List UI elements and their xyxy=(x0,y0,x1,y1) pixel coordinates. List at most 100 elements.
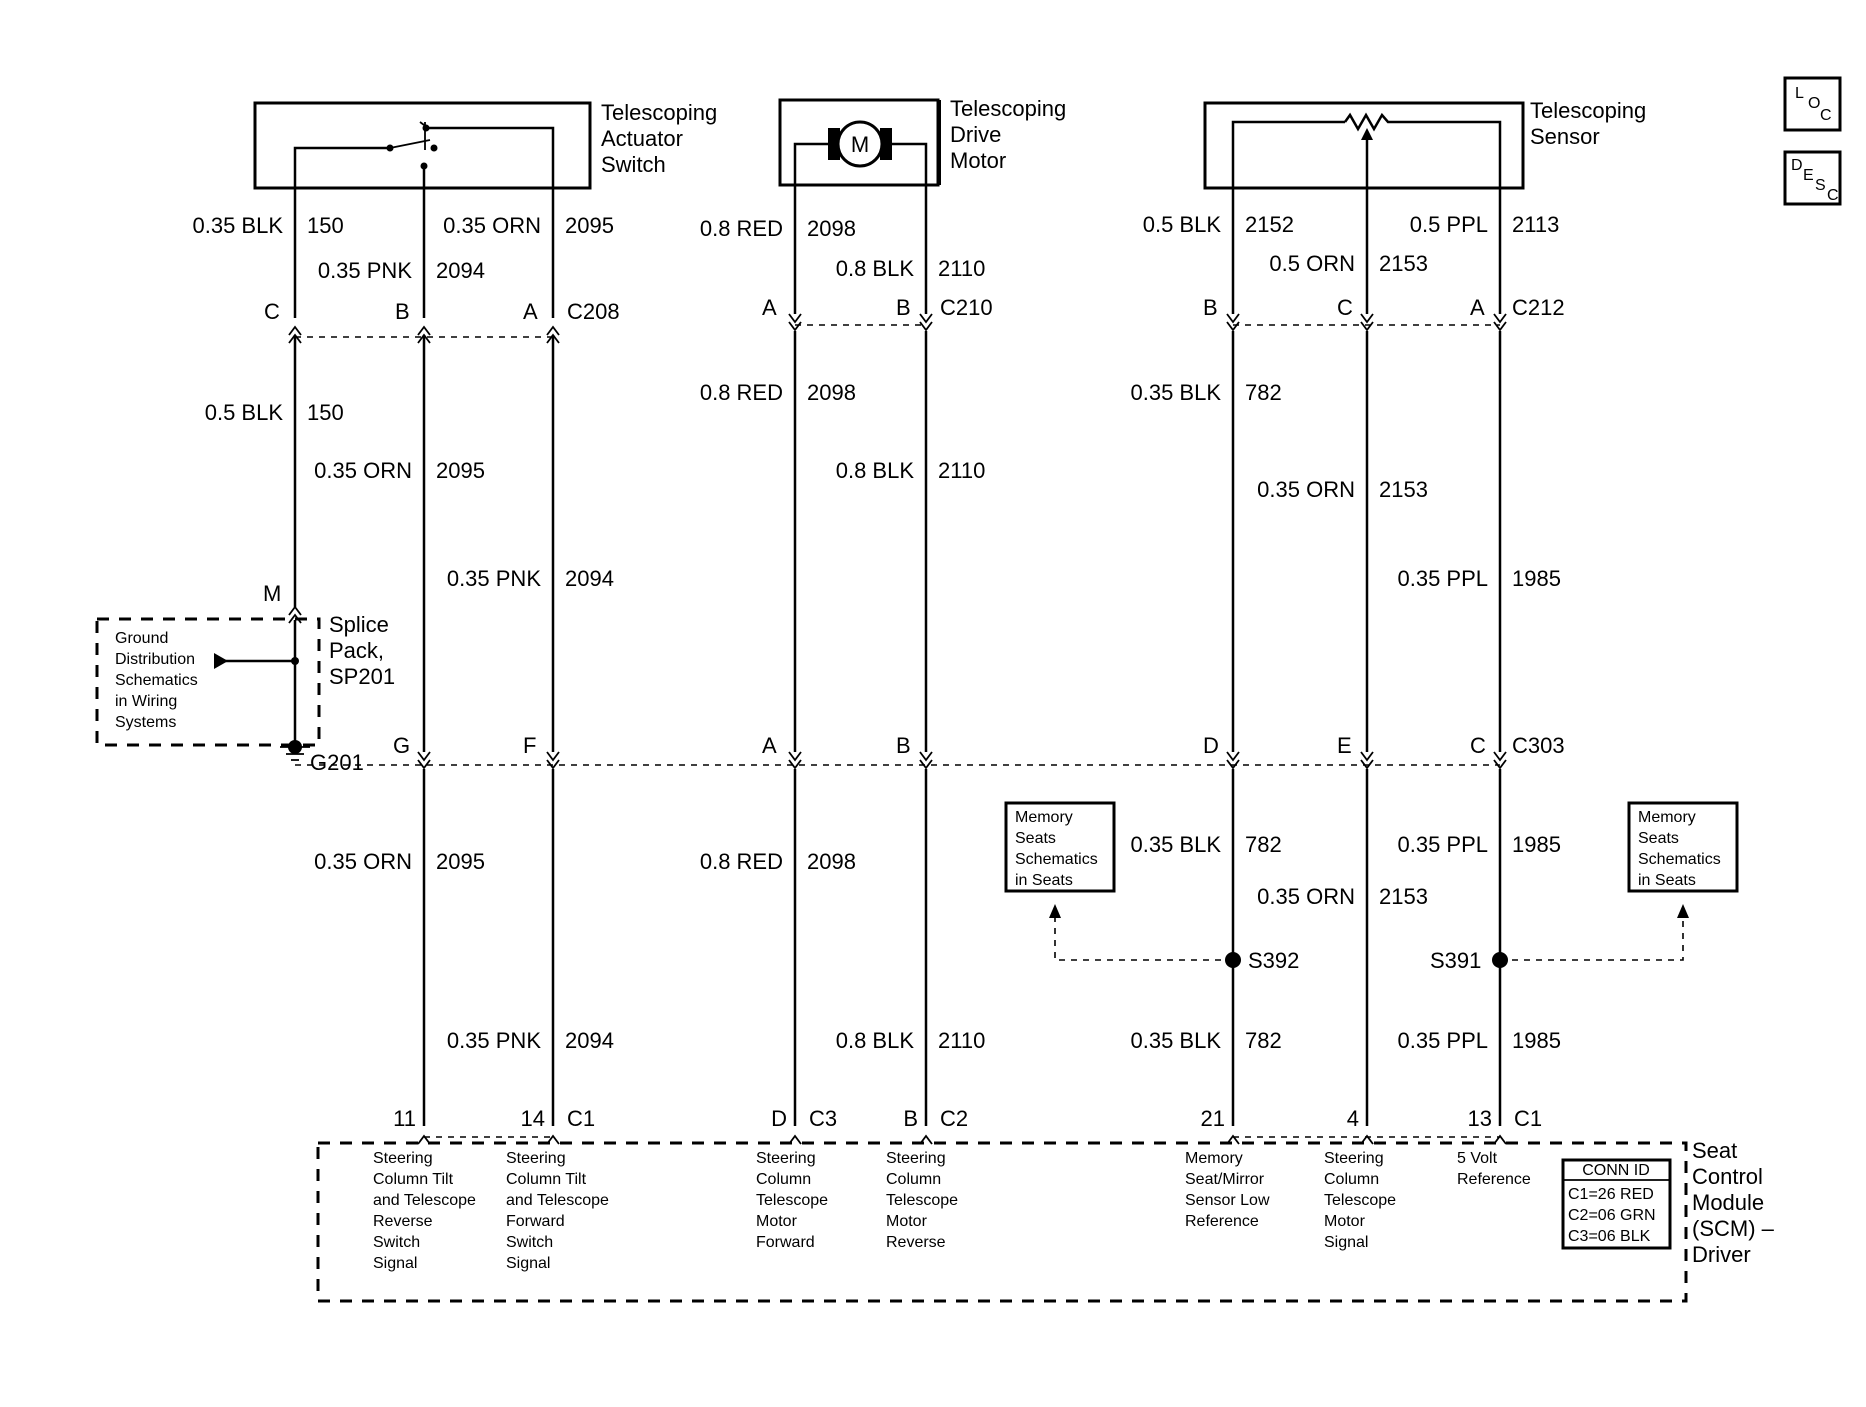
connector-c208: C208 xyxy=(567,299,620,324)
connector-bodies xyxy=(295,324,1500,1138)
wire-circuit-11: 2098 xyxy=(807,380,856,405)
scm-conn-1: C1 xyxy=(567,1106,595,1131)
connector-c303: C303 xyxy=(1512,733,1565,758)
chevron-splice-m xyxy=(288,605,302,616)
chevron-c208 xyxy=(288,325,302,336)
wire-size-2: 0.35 PNK xyxy=(318,258,412,283)
memory-links xyxy=(1004,801,1739,961)
scm-pin-5: 4 xyxy=(1347,1106,1359,1131)
pin-c212-b: B xyxy=(1203,295,1218,320)
motor-symbol: M xyxy=(851,132,869,157)
wire-circuit-17: 2098 xyxy=(807,849,856,874)
connector-c210: C210 xyxy=(940,295,993,320)
svg-text:E: E xyxy=(1803,167,1814,184)
desc-icon[interactable]: D E S C xyxy=(1783,150,1842,206)
wire-size-13: 0.35 BLK xyxy=(1130,380,1221,405)
svg-text:O: O xyxy=(1808,95,1820,112)
wire-circuit-4: 2110 xyxy=(938,256,985,281)
wire-size-1: 0.35 ORN xyxy=(443,213,541,238)
wire-circuit-8: 150 xyxy=(307,400,344,425)
chevron-c303 xyxy=(788,751,802,762)
pin-c303-b: B xyxy=(896,733,911,758)
pin-splice-m: M xyxy=(263,581,281,606)
connector-labels: C B A C208 A B C210 B C A C212 M G F A B… xyxy=(263,295,1565,973)
chevron-c210 xyxy=(919,313,933,324)
chevron-c303 xyxy=(546,751,560,762)
chevron-c303 xyxy=(1226,751,1240,762)
chevron-c303 xyxy=(919,751,933,762)
scm-conn-6: C1 xyxy=(1514,1106,1542,1131)
svg-text:C: C xyxy=(1827,187,1839,204)
wire-size-9: 0.35 ORN xyxy=(314,458,412,483)
telescoping-actuator-switch xyxy=(253,101,592,190)
wire-size-15: 0.35 PPL xyxy=(1397,566,1488,591)
chevron-c303 xyxy=(417,759,431,770)
wire-circuit-5: 2152 xyxy=(1245,212,1294,237)
wire-circuit-3: 2098 xyxy=(807,216,856,241)
chevron-c303 xyxy=(546,759,560,770)
wire-size-0: 0.35 BLK xyxy=(192,213,283,238)
pin-c210-b: B xyxy=(896,295,911,320)
wire-size-14: 0.35 ORN xyxy=(1257,477,1355,502)
chevron-c212 xyxy=(1493,313,1507,324)
chevron-scm xyxy=(1226,1134,1240,1145)
scm-box xyxy=(316,1141,1688,1303)
chevron-c212 xyxy=(1226,313,1240,324)
wire-size-12: 0.8 BLK xyxy=(836,458,915,483)
telescoping-sensor xyxy=(1203,101,1525,190)
splice-s392-label: S392 xyxy=(1248,948,1299,973)
splice-s391-label: S391 xyxy=(1430,948,1481,973)
wire-size-20: 0.35 ORN xyxy=(1257,884,1355,909)
wire-size-8: 0.5 BLK xyxy=(205,400,284,425)
conn-id-row-1: C1=26 RED xyxy=(1568,1186,1654,1203)
pin-c212-a: A xyxy=(1470,295,1485,320)
wire-circuit-2: 2094 xyxy=(436,258,485,283)
scm-pin-0: 11 xyxy=(393,1106,416,1131)
scm-conn-2: C3 xyxy=(809,1106,837,1131)
wire-size-10: 0.35 PNK xyxy=(447,566,541,591)
wire-circuit-9: 2095 xyxy=(436,458,485,483)
scm-pin-2: D xyxy=(771,1106,787,1131)
pin-c212-c: C xyxy=(1337,295,1353,320)
wire-size-23: 0.35 BLK xyxy=(1130,1028,1221,1053)
conn-id-box: CONN ID C1=26 RED C2=06 GRN C3=06 BLK xyxy=(1561,1158,1672,1250)
wire-circuit-21: 2094 xyxy=(565,1028,614,1053)
loc-icon[interactable]: L O C xyxy=(1783,76,1842,132)
chevron-c303 xyxy=(919,759,933,770)
wire-size-19: 0.35 PPL xyxy=(1397,832,1488,857)
connector-chevrons xyxy=(288,313,1507,1145)
chevron-c210 xyxy=(919,321,933,332)
wire-circuit-13: 782 xyxy=(1245,380,1282,405)
wire-circuit-24: 1985 xyxy=(1512,1028,1561,1053)
wire-size-5: 0.5 BLK xyxy=(1143,212,1222,237)
chevron-c210 xyxy=(788,313,802,324)
wire-circuit-10: 2094 xyxy=(565,566,614,591)
wire-circuit-12: 2110 xyxy=(938,458,985,483)
wires xyxy=(214,185,1502,1126)
pin-c208-a: A xyxy=(523,299,538,324)
chevron-c208 xyxy=(546,333,560,344)
chevron-c208 xyxy=(417,333,431,344)
wire-size-7: 0.5 ORN xyxy=(1269,251,1355,276)
chevron-c208 xyxy=(288,333,302,344)
pin-c303-a: A xyxy=(762,733,777,758)
chevron-scm xyxy=(546,1134,560,1145)
pin-c208-c: C xyxy=(264,299,280,324)
chevron-c212 xyxy=(1493,321,1507,332)
ground-g201-dot xyxy=(288,740,302,754)
chevron-scm xyxy=(1360,1134,1374,1145)
